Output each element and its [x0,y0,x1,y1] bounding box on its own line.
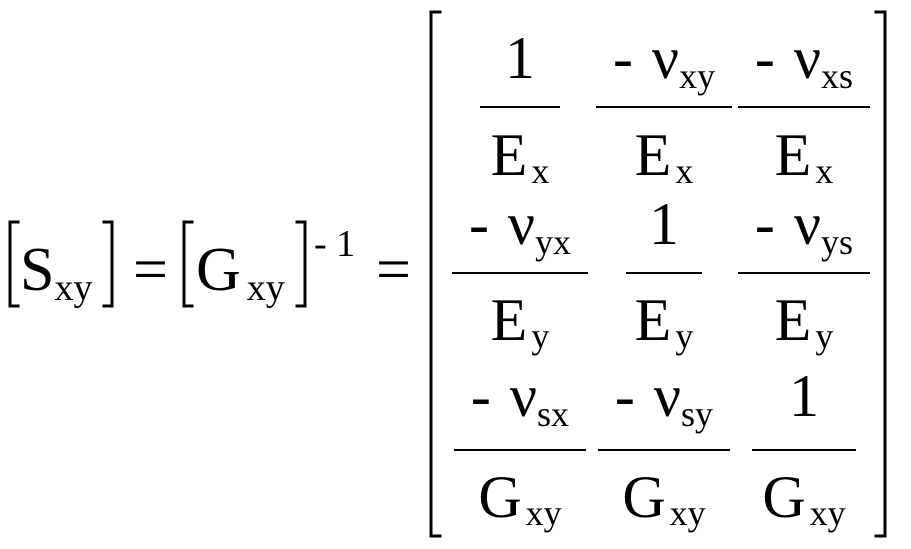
minus-sign: - [755,25,790,91]
nu-symbol: ν [794,191,821,257]
modulus-subscript: xy [670,493,706,533]
numerator-one: 1 [789,363,819,429]
compliance-term: Sxy [8,220,114,309]
fraction-numerator: - νsx [471,363,569,434]
fraction-numerator: - νyx [469,191,571,262]
equals-sign-1: = [133,236,168,304]
minus-sign: - [471,363,506,429]
svg-text:Gxy: Gxy [196,236,285,309]
svg-text:Sxy: Sxy [20,236,92,309]
modulus-subscript: x [531,151,549,191]
fraction-numerator: - νys [755,191,853,262]
nu-symbol: ν [510,363,537,429]
matrix-left-bracket [429,10,442,538]
modulus-subscript: x [675,151,693,191]
modulus-symbol: E [635,122,672,188]
modulus-subscript: y [531,316,549,356]
modulus-symbol: E [775,287,812,353]
nu-subscript: ys [821,222,853,262]
matrix-right-bracket [874,10,887,538]
stiffness-right-bracket [295,220,307,308]
modulus-subscript: y [675,316,693,356]
stiffness-subscript: xy [247,267,285,309]
stiffness-left-bracket [182,220,194,308]
minus-sign: - [469,191,504,257]
nu-subscript: xs [821,56,853,96]
modulus-symbol: G [622,464,665,530]
modulus-subscript: x [815,151,833,191]
fraction-numerator: - νsy [615,363,713,434]
modulus-symbol: E [491,122,528,188]
modulus-subscript: xy [810,493,846,533]
compliance-symbol: S [20,236,54,304]
modulus-symbol: E [491,287,528,353]
compliance-subscript: xy [54,267,92,309]
modulus-symbol: E [775,122,812,188]
modulus-symbol: E [635,287,672,353]
compliance-right-bracket [102,220,114,308]
minus-sign: - [613,25,648,91]
stiffness-symbol: G [196,236,241,304]
modulus-subscript: xy [526,493,562,533]
nu-symbol: ν [794,25,821,91]
nu-symbol: ν [508,191,535,257]
fraction-numerator: 1 [789,363,819,429]
stiffness-exponent: - 1 [314,223,355,265]
minus-sign: - [755,191,790,257]
fraction-numerator: 1 [649,191,679,257]
nu-symbol: ν [654,363,681,429]
fraction-numerator: 1 [505,25,535,91]
modulus-symbol: G [762,464,805,530]
compliance-left-bracket [8,220,20,308]
modulus-subscript: y [815,316,833,356]
fraction-numerator: - νxy [613,25,715,96]
modulus-symbol: G [478,464,521,530]
nu-symbol: ν [652,25,679,91]
fraction-numerator: - νxs [755,25,853,96]
nu-subscript: sx [537,394,569,434]
equals-sign-2: = [376,236,411,304]
nu-subscript: xy [679,56,715,96]
nu-subscript: yx [535,222,571,262]
numerator-one: 1 [649,191,679,257]
nu-subscript: sy [681,394,713,434]
minus-sign: - [615,363,650,429]
numerator-one: 1 [505,25,535,91]
